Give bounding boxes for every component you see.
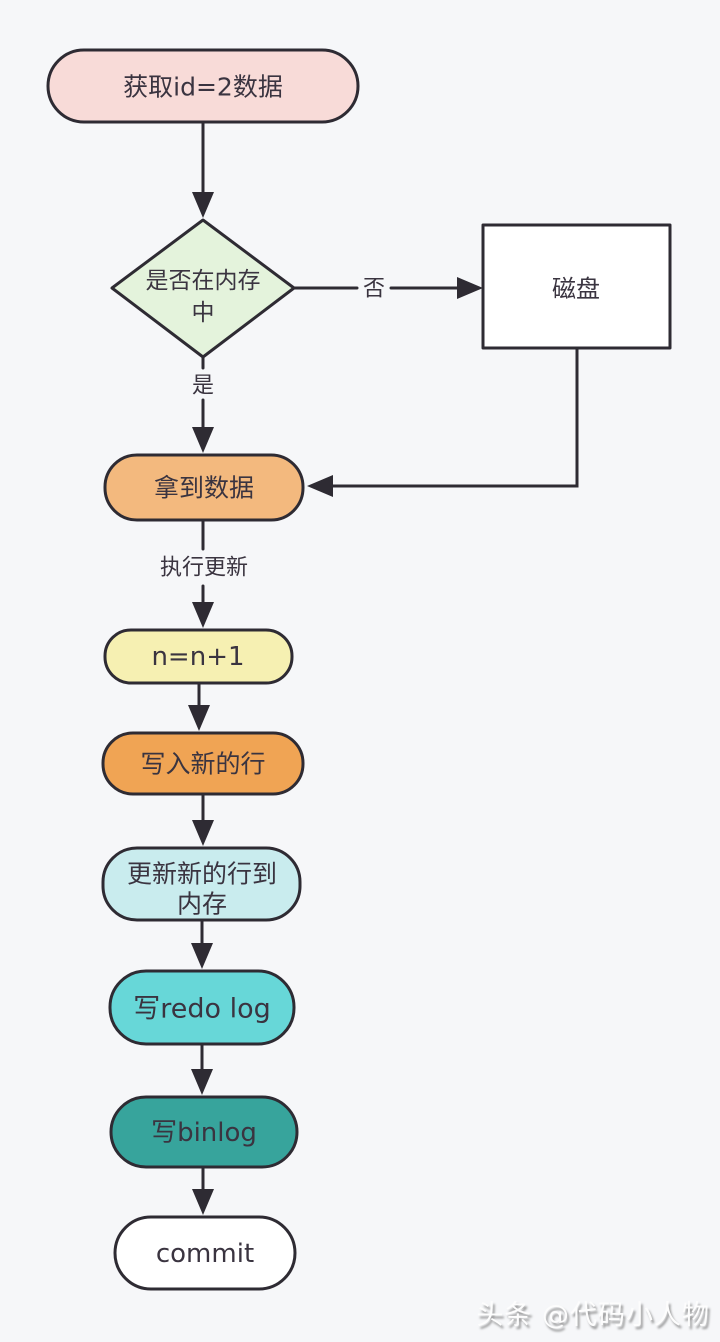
increment-node-label: n=n+1 [151, 642, 244, 672]
decision-node-shape [110, 218, 296, 359]
edge-label-no: 否 [363, 277, 385, 302]
arrowhead-into-commit [192, 1189, 214, 1215]
disk-node-label: 磁盘 [552, 275, 600, 303]
arrowhead-into-writenewrow [188, 705, 210, 731]
update-row-node-shape [101, 846, 302, 922]
increment-node-shape [103, 628, 294, 685]
arrowhead-into-binlog [191, 1069, 213, 1095]
arrowhead-into-increment [192, 602, 214, 628]
arrowhead-into-decision [192, 192, 214, 218]
got-data-node-label: 拿到数据 [154, 474, 254, 503]
write-redo-log-node-label: 写redo log [133, 994, 271, 1025]
arrowheads [188, 192, 483, 1215]
start-node-label: 获取id=2数据 [123, 73, 283, 102]
write-new-row-node-label: 写入新的行 [140, 750, 265, 779]
arrowhead-into-gotdata-top [192, 427, 214, 453]
write-binlog-node-label: 写binlog [151, 1118, 257, 1148]
arrowhead-into-gotdata-right [307, 475, 333, 497]
decision-node-label-line2: 中 [192, 300, 215, 326]
disk-node-shape [481, 223, 672, 350]
commit-node-shape [113, 1215, 297, 1291]
decision-node-label-line1: 是否在内存 [146, 268, 261, 294]
commit-node-label: commit [156, 1239, 254, 1269]
edges [197, 120, 579, 1195]
arrowhead-into-updaterow [192, 820, 214, 846]
arrowhead-into-redolog [191, 943, 213, 969]
arrowhead-into-disk [457, 277, 483, 299]
edge-label-execute-update: 执行更新 [160, 556, 248, 581]
got-data-node-shape [103, 453, 305, 522]
update-row-node-label-line2: 内存 [177, 890, 227, 919]
write-redo-log-node-shape [108, 969, 296, 1046]
update-row-node-label-line1: 更新新的行到 [127, 860, 277, 889]
start-node-shape [46, 48, 360, 124]
edge-label-yes: 是 [192, 374, 214, 399]
watermark: 头条 @代码小人物 [476, 1300, 710, 1331]
labels: 获取id=2数据 是否在内存 中 磁盘 拿到数据 n=n+1 写入新的行 更新新… [123, 73, 600, 1270]
edge-disk-to-gotdata [328, 346, 579, 488]
node-shapes [46, 48, 672, 1291]
write-new-row-node-shape [101, 731, 305, 796]
write-binlog-node-shape [109, 1095, 299, 1169]
